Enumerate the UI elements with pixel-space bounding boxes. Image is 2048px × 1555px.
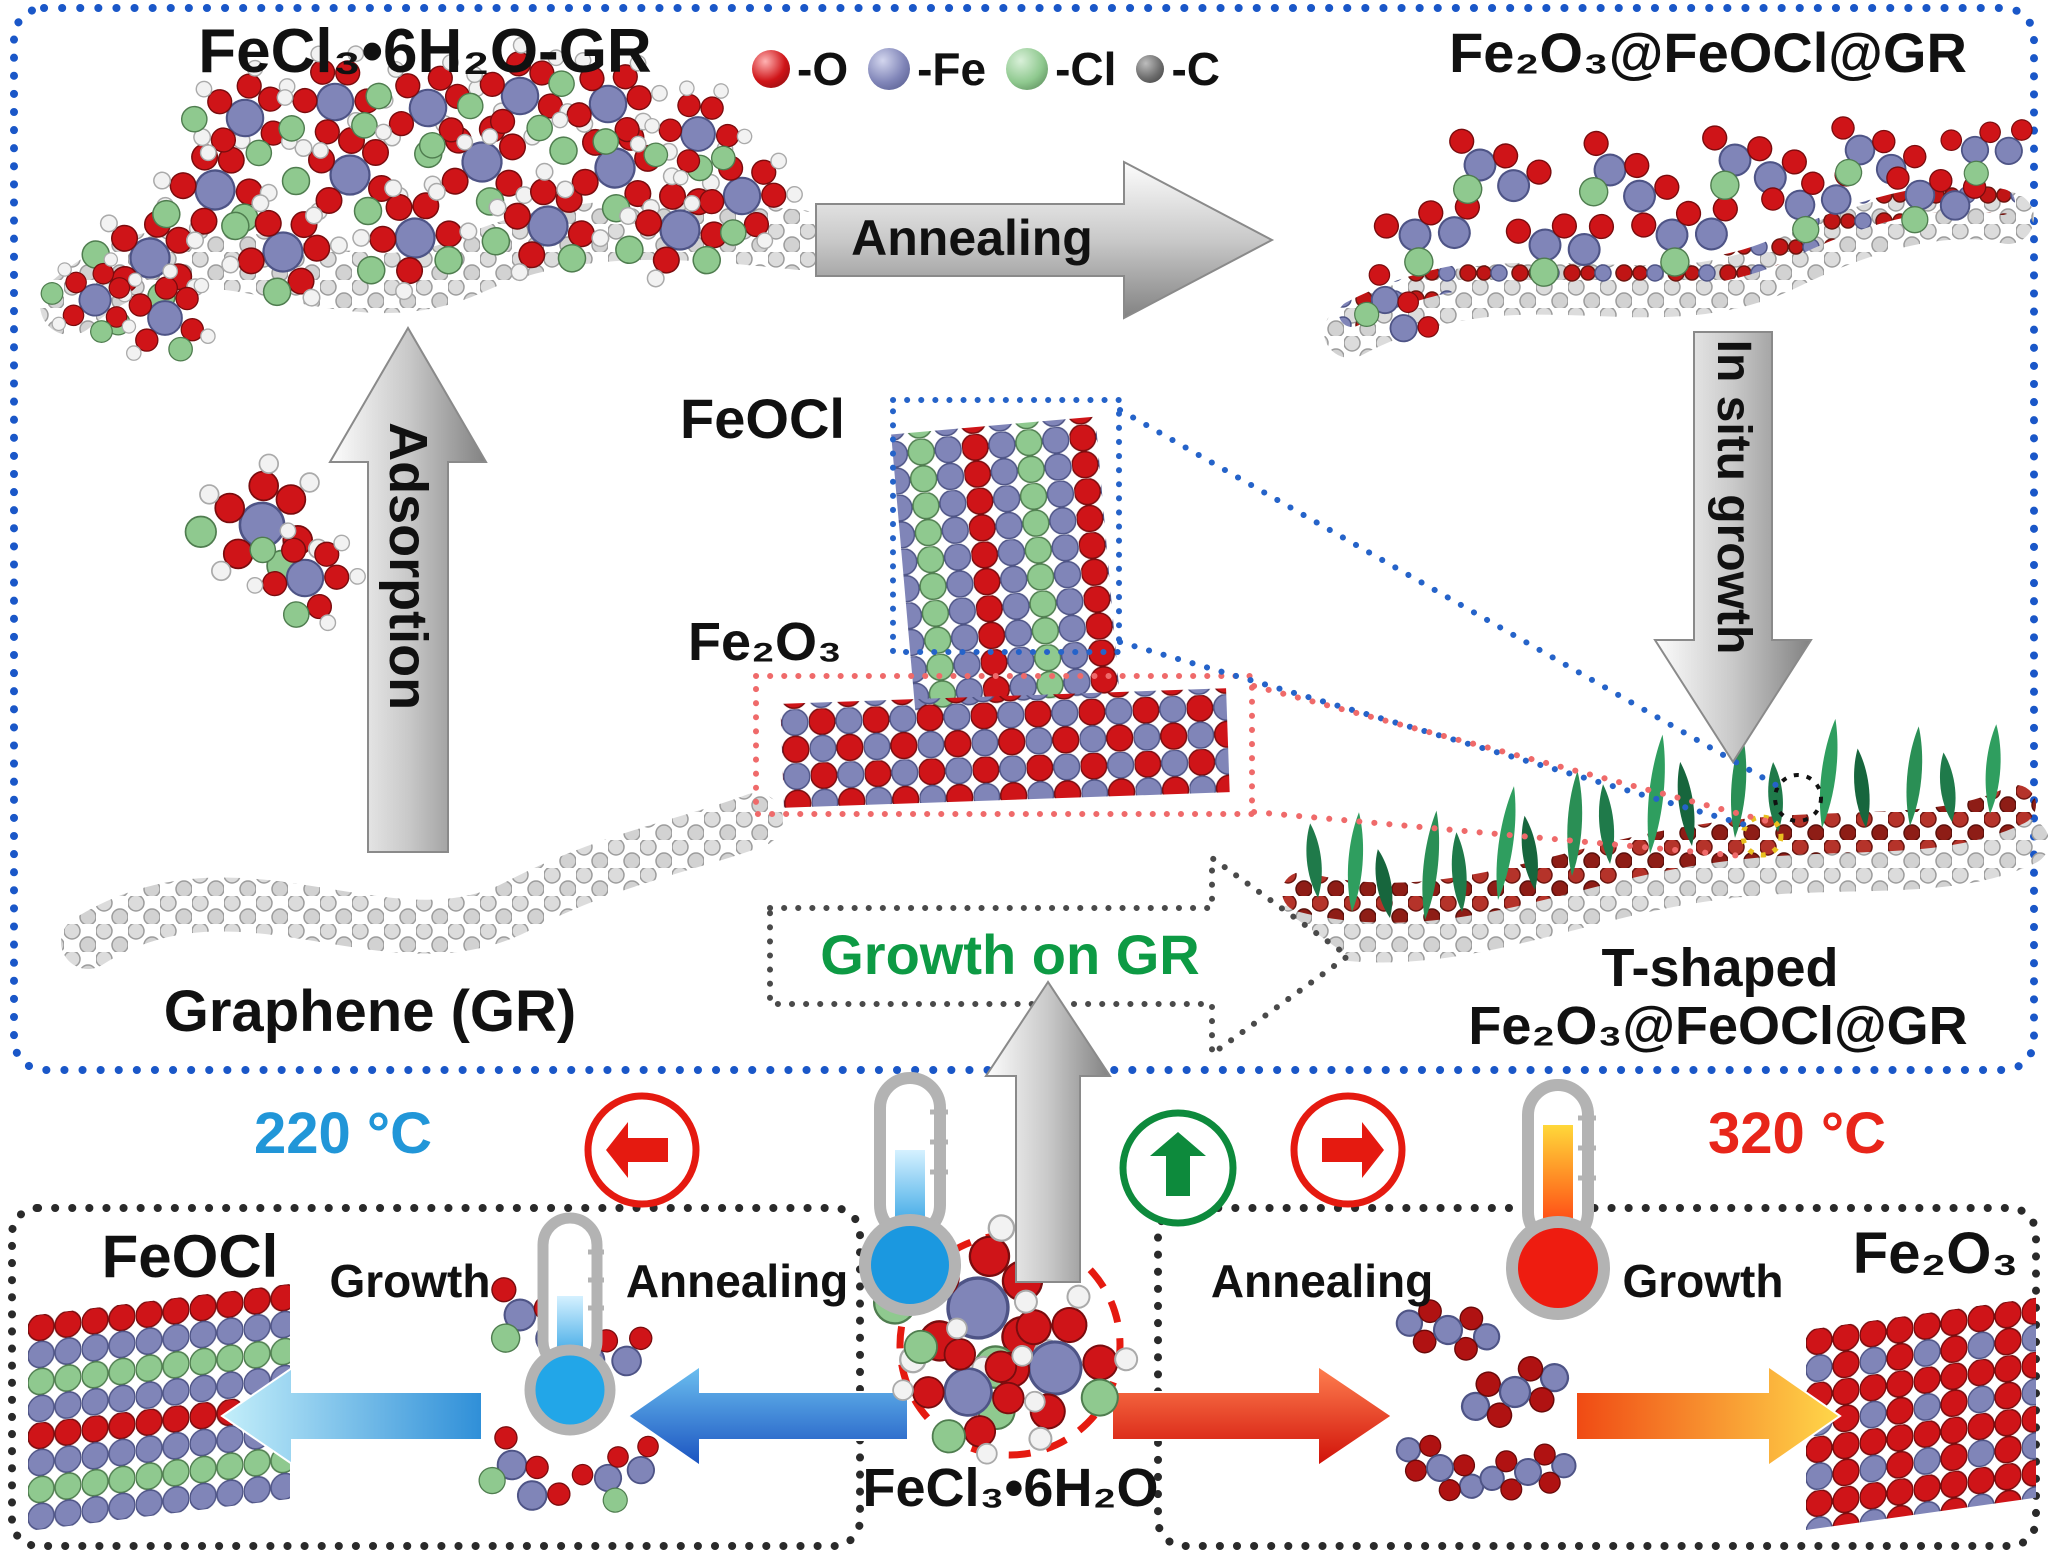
zoom-target-black-circle	[1773, 773, 1823, 823]
heating-up-arrow	[984, 980, 1112, 1283]
right-direction-icon	[1290, 1092, 1406, 1208]
t-shaped-label-line1: T-shaped	[1601, 938, 1839, 998]
in-situ-growth-arrow	[1653, 331, 1813, 764]
growth-on-gr-arrow	[767, 852, 1354, 1060]
right-box-annealing-label: Annealing	[1210, 1255, 1434, 1307]
structure-title-left: FeCl₃•6H₂O-GR	[198, 17, 652, 86]
growth-on-gr-label: Growth on GR	[820, 923, 1200, 986]
legend-label-oxygen: -O	[797, 43, 849, 95]
high-temperature-label: 320 °C	[1708, 1101, 1886, 1166]
precursor-label: FeCl₃•6H₂O	[862, 1458, 1159, 1518]
zoom-connector-lines	[1117, 407, 1791, 859]
feocl-zoom-rect	[890, 397, 1122, 655]
thermometer-low-icon	[524, 1212, 616, 1436]
adsorption-arrow-label: Adsorption	[378, 422, 439, 711]
feocl-slab-model	[891, 416, 1120, 711]
left-direction-icon	[584, 1092, 700, 1208]
oxygen-ball-icon	[752, 50, 790, 88]
graphene-label: Graphene (GR)	[163, 979, 577, 1044]
left-box-product-label: FeOCl	[101, 1223, 279, 1290]
thermometer-high-icon	[1506, 1079, 1610, 1320]
in-situ-growth-label: In situ growth	[1706, 339, 1760, 655]
feocl-slab-label: FeOCl	[680, 387, 845, 450]
legend-item-chlorine: -Cl	[1006, 42, 1116, 96]
precursor-cluster	[861, 1194, 1157, 1485]
fe2o3-slab-label: Fe₂O₃	[688, 612, 842, 672]
left-box-growth-label: Growth	[329, 1255, 491, 1307]
t-shaped-label-line2: Fe₂O₃@FeOCl@GR	[1468, 996, 1968, 1056]
graphene-sheet-bottom-left	[61, 793, 783, 969]
atom-legend: -O -Fe -Cl -C	[752, 42, 1220, 96]
structure-title-right: Fe₂O₃@FeOCl@GR	[1449, 21, 1967, 84]
t-shaped-structure	[1269, 717, 2048, 963]
fe2o3-slab-model	[780, 688, 1230, 808]
legend-item-iron: -Fe	[868, 42, 986, 96]
legend-item-oxygen: -O	[752, 42, 848, 96]
free-cluster	[184, 453, 385, 650]
growth-arrow-left	[220, 1366, 483, 1466]
chlorine-ball-icon	[1006, 48, 1049, 90]
right-box-product-label: Fe₂O₃	[1852, 1221, 2019, 1286]
legend-label-iron: -Fe	[917, 43, 987, 95]
left-box-annealing-label: Annealing	[625, 1255, 849, 1307]
thermometer-center-icon	[859, 1072, 961, 1316]
up-direction-icon	[1119, 1109, 1237, 1227]
annealing-arrow-right	[1111, 1364, 1394, 1468]
iron-ball-icon	[868, 48, 911, 90]
fe2o3-fragments	[1385, 1293, 1581, 1515]
fe2o3-zoom-rect	[753, 673, 1255, 817]
fe2o3-crystal	[1806, 1297, 2036, 1530]
growth-arrow-right	[1575, 1364, 1842, 1468]
legend-item-carbon: -C	[1136, 42, 1220, 96]
right-box-growth-label: Growth	[1622, 1255, 1784, 1307]
feocl-crystal	[28, 1283, 290, 1531]
annealing-arrow	[815, 160, 1275, 320]
carbon-ball-icon	[1136, 55, 1165, 83]
annealing-arrow-label: Annealing	[851, 210, 1093, 266]
low-temperature-label: 220 °C	[254, 1101, 432, 1166]
adsorption-arrow	[328, 326, 488, 853]
legend-label-carbon: -C	[1171, 43, 1220, 95]
annealing-arrow-left	[626, 1364, 909, 1468]
zoom-target-yellow-circle	[1740, 814, 1784, 858]
legend-label-chlorine: -Cl	[1055, 43, 1117, 95]
